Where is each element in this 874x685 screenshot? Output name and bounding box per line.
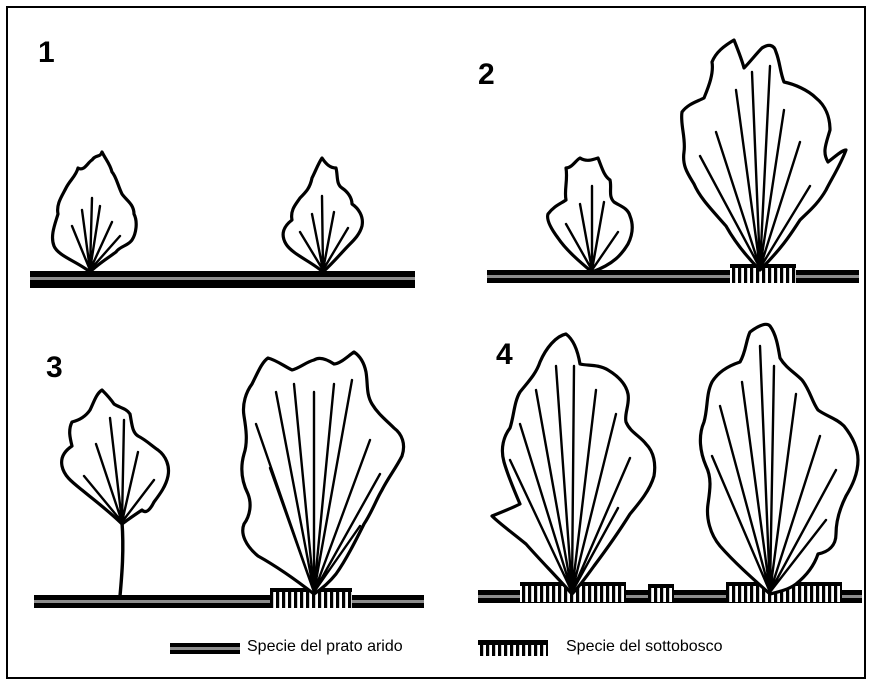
panel-2-scene xyxy=(487,40,859,283)
panel-3-large-shrub xyxy=(242,352,404,594)
panel-3-scene xyxy=(34,352,424,608)
panel-1-number: 1 xyxy=(38,38,55,68)
panel-4-tree-right xyxy=(700,324,858,594)
panel-2-number: 2 xyxy=(478,60,495,90)
panel-1-scene xyxy=(30,152,415,288)
legend-undergrowth-label: Specie del sottobosco xyxy=(566,638,723,656)
panel-2-large-shrub xyxy=(682,40,846,270)
panel-1-small-shrub-right xyxy=(283,158,362,272)
panel-1-small-shrub-left xyxy=(53,152,137,272)
panel-2-small-shrub xyxy=(548,158,633,272)
panel-3-young-tree xyxy=(62,390,169,596)
panel-3-number: 3 xyxy=(46,353,63,383)
panel-4-tree-left xyxy=(492,334,655,594)
panel-4-scene xyxy=(478,324,862,603)
legend-meadow-label: Specie del prato arido xyxy=(247,638,403,656)
panel-4-number: 4 xyxy=(496,340,513,370)
